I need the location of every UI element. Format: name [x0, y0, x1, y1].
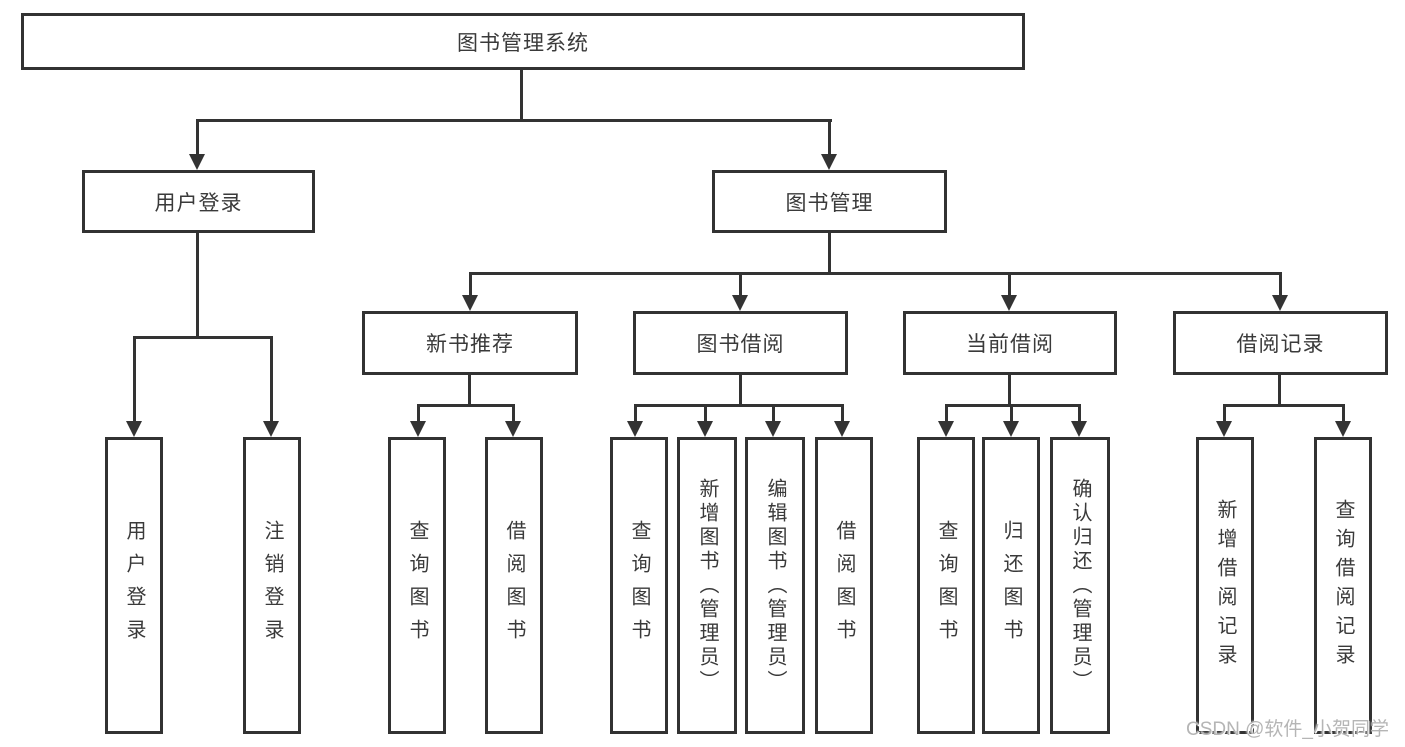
node-new-book-recommend-label: 新书推荐 [426, 333, 514, 356]
node-borrow-records: 借阅记录 [1173, 311, 1388, 375]
csdn-watermark: CSDN @软件_小贺同学 [1186, 719, 1389, 740]
arrowhead-icon [627, 421, 643, 437]
leaf-current-query-books: 查询图书 [917, 437, 975, 734]
node-book-borrow: 图书借阅 [633, 311, 848, 375]
connector-mgmt-drop2 [739, 272, 742, 296]
connector-root-stem [520, 70, 523, 119]
leaf-add-borrow-record-label: 新增借阅记录 [1214, 498, 1236, 673]
connector-login-drop2 [270, 336, 273, 421]
connector-login-stem [196, 233, 199, 337]
node-current-borrow: 当前借阅 [903, 311, 1117, 375]
leaf-borrow-books-label: 借阅图书 [833, 519, 855, 652]
connector-login-hbar [133, 336, 273, 339]
connector-mgmt-drop4 [1279, 272, 1282, 296]
leaf-current-query-books-label: 查询图书 [935, 519, 957, 652]
arrowhead-icon [462, 295, 478, 311]
arrowhead-icon [126, 421, 142, 437]
connector-g1-drop1 [634, 404, 637, 422]
leaf-recommend-borrow-books: 借阅图书 [485, 437, 543, 734]
connector-to-user-login [196, 119, 199, 155]
node-book-management-label: 图书管理 [785, 191, 874, 215]
connector-g2-drop2 [1010, 404, 1013, 422]
arrowhead-icon [821, 154, 837, 170]
leaf-add-books-admin-label: 新增图书（管理员） [696, 477, 718, 694]
leaf-return-books-label: 归还图书 [1000, 519, 1022, 652]
leaf-query-borrow-record-label: 查询借阅记录 [1332, 498, 1354, 673]
arrowhead-icon [765, 421, 781, 437]
connector-g2-stem [1008, 375, 1011, 405]
leaf-return-books: 归还图书 [982, 437, 1040, 734]
leaf-borrow-query-books: 查询图书 [610, 437, 668, 734]
connector-root-hbar [196, 119, 832, 122]
leaf-borrow-books: 借阅图书 [815, 437, 873, 734]
connector-mgmt-drop1 [469, 272, 472, 296]
arrowhead-icon [1001, 295, 1017, 311]
leaf-edit-books-admin-label: 编辑图书（管理员） [764, 477, 786, 694]
leaf-recommend-query-books: 查询图书 [388, 437, 446, 734]
arrowhead-icon [1071, 421, 1087, 437]
leaf-logout-label: 注销登录 [261, 519, 283, 652]
leaf-recommend-query-books-label: 查询图书 [406, 519, 428, 652]
connector-g1-drop2 [704, 404, 707, 422]
arrowhead-icon [938, 421, 954, 437]
leaf-confirm-return-admin-label: 确认归还（管理员） [1069, 477, 1091, 694]
leaf-user-login-label: 用户登录 [123, 519, 145, 652]
arrowhead-icon [834, 421, 850, 437]
leaf-add-books-admin: 新增图书（管理员） [677, 437, 737, 734]
leaf-confirm-return-admin: 确认归还（管理员） [1050, 437, 1110, 734]
leaf-edit-books-admin: 编辑图书（管理员） [745, 437, 805, 734]
connector-g0-drop2 [512, 404, 515, 422]
leaf-borrow-query-books-label: 查询图书 [628, 519, 650, 652]
leaf-query-borrow-record: 查询借阅记录 [1314, 437, 1372, 734]
connector-mgmt-hbar [469, 272, 1282, 275]
arrowhead-icon [1272, 295, 1288, 311]
connector-g3-hbar [1223, 404, 1345, 407]
connector-g1-stem [739, 375, 742, 405]
node-user-login-label: 用户登录 [154, 191, 243, 215]
connector-g3-drop1 [1223, 404, 1226, 422]
arrowhead-icon [1335, 421, 1351, 437]
leaf-add-borrow-record: 新增借阅记录 [1196, 437, 1254, 734]
connector-g2-drop3 [1078, 404, 1081, 422]
connector-g1-hbar [634, 404, 844, 407]
arrowhead-icon [1003, 421, 1019, 437]
node-new-book-recommend: 新书推荐 [362, 311, 578, 375]
connector-g1-drop4 [841, 404, 844, 422]
connector-to-book-mgmt [828, 119, 831, 155]
arrowhead-icon [263, 421, 279, 437]
connector-mgmt-stem [828, 233, 831, 275]
node-book-management: 图书管理 [712, 170, 947, 233]
connector-g2-drop1 [945, 404, 948, 422]
node-user-login: 用户登录 [82, 170, 315, 233]
arrowhead-icon [505, 421, 521, 437]
connector-g1-drop3 [772, 404, 775, 422]
node-root: 图书管理系统 [21, 13, 1025, 70]
leaf-user-login: 用户登录 [105, 437, 163, 734]
arrowhead-icon [1216, 421, 1232, 437]
leaf-recommend-borrow-books-label: 借阅图书 [503, 519, 525, 652]
connector-mgmt-drop3 [1008, 272, 1011, 296]
node-book-borrow-label: 图书借阅 [696, 333, 785, 356]
connector-g0-hbar [417, 404, 515, 407]
node-current-borrow-label: 当前借阅 [966, 333, 1054, 356]
connector-g3-stem [1278, 375, 1281, 405]
connector-login-drop1 [133, 336, 136, 421]
node-root-label: 图书管理系统 [457, 31, 589, 55]
node-borrow-records-label: 借阅记录 [1236, 333, 1325, 356]
arrowhead-icon [697, 421, 713, 437]
connector-g0-drop1 [417, 404, 420, 422]
connector-g3-drop2 [1342, 404, 1345, 422]
arrowhead-icon [732, 295, 748, 311]
leaf-logout: 注销登录 [243, 437, 301, 734]
arrowhead-icon [410, 421, 426, 437]
connector-g2-hbar [945, 404, 1081, 407]
connector-g0-stem [468, 375, 471, 405]
arrowhead-icon [189, 154, 205, 170]
